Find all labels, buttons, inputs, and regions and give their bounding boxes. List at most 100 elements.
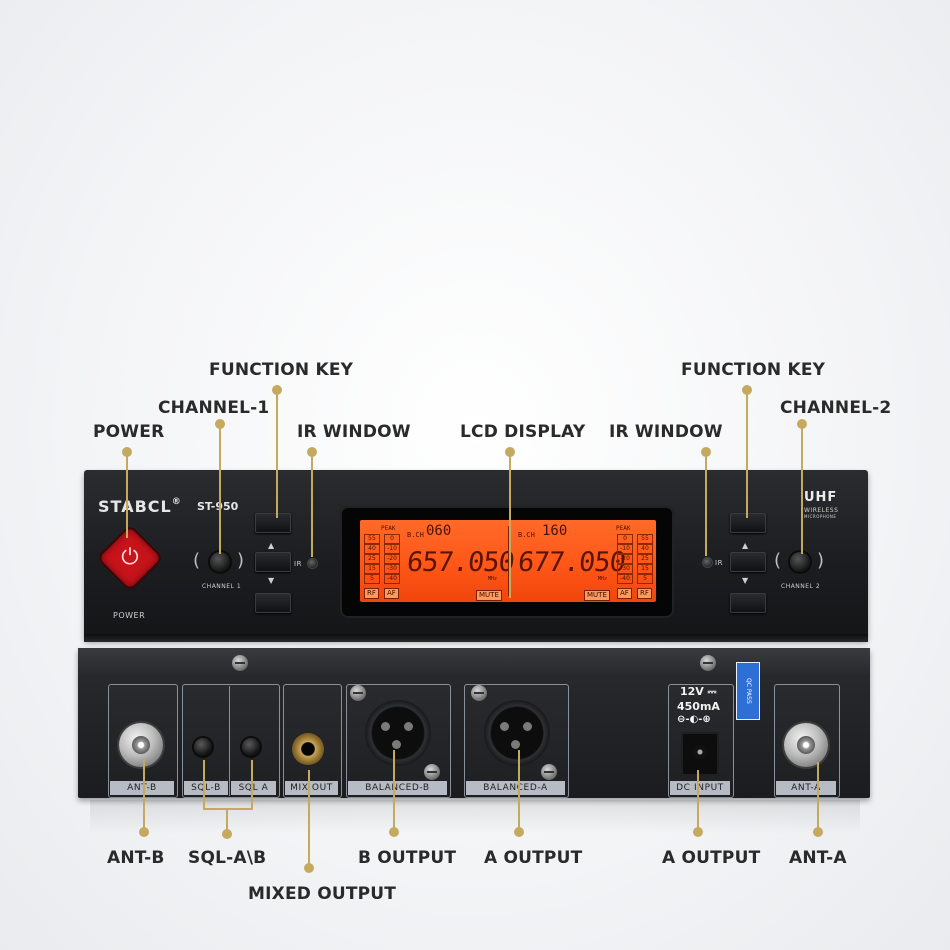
mute-tag-b: MUTE — [584, 590, 610, 601]
leader-line — [126, 452, 128, 538]
leader-line — [697, 770, 699, 832]
rf-scale-a-3: 15 — [364, 564, 380, 574]
sql-b-knob[interactable] — [194, 738, 212, 756]
leader-line — [311, 452, 313, 557]
arrow-up-icon: ▲ — [268, 541, 275, 550]
model-name: ST-950 — [197, 500, 239, 513]
callout-a-output-dc: A OUTPUT — [662, 848, 761, 868]
channel-1-bracket-left: ( — [193, 550, 201, 571]
ir-label-right: IR — [715, 559, 723, 567]
leader-line — [509, 452, 511, 598]
af-scale-b-4: -40 — [617, 574, 633, 584]
dc-voltage: 12V ⎓ — [680, 685, 717, 698]
arrow-down-icon: ▼ — [268, 576, 275, 585]
screw-icon — [424, 764, 440, 780]
sql-a-knob[interactable] — [242, 738, 260, 756]
function-key-right-up[interactable] — [730, 552, 766, 572]
mix-out-jack[interactable] — [292, 733, 324, 765]
leader-line — [308, 770, 310, 868]
leader-dot — [139, 827, 149, 837]
leader-line — [746, 390, 748, 518]
xlr-pin — [392, 740, 401, 749]
leader-dot — [122, 447, 132, 457]
function-key-right-down[interactable] — [730, 593, 766, 613]
function-key-left-up[interactable] — [255, 552, 291, 572]
balanced-b-panel — [346, 684, 451, 798]
sql-a-label: SQL A — [231, 781, 276, 795]
leader-line — [226, 808, 228, 834]
rf-scale-a-0: 55 — [364, 534, 380, 544]
screw-icon — [700, 655, 716, 671]
callout-channel-1: CHANNEL-1 — [158, 398, 270, 418]
leader-dot — [505, 447, 515, 457]
channel-2-panel-label: CHANNEL 2 — [781, 583, 821, 590]
uhf-subtitle-2: MICROPHONE — [804, 514, 837, 519]
leader-line — [203, 760, 205, 810]
ir-window-left — [308, 559, 317, 568]
callout-channel-2: CHANNEL-2 — [780, 398, 892, 418]
peak-label-a: PEAK — [381, 525, 396, 532]
brand-name: STABCL — [98, 497, 172, 516]
balanced-a-xlr[interactable] — [484, 700, 550, 766]
channel-2-knob[interactable] — [790, 552, 810, 572]
leader-dot — [693, 827, 703, 837]
af-scale-a-3: -30 — [384, 564, 400, 574]
balanced-a-label: BALANCED-A — [466, 781, 565, 795]
uhf-logo: UHF — [804, 490, 838, 505]
mix-out-panel — [283, 684, 342, 798]
callout-function-key-left: FUNCTION KEY — [209, 360, 354, 380]
af-scale-a-2: -20 — [384, 554, 400, 564]
dc-current: 450mA — [677, 700, 720, 713]
bch-value-b: 160 — [542, 523, 568, 539]
sql-b-label: SQL-B — [184, 781, 228, 795]
sql-panel — [182, 684, 280, 798]
rf-scale-b-3: 15 — [637, 564, 653, 574]
ant-a-label: ANT-A — [776, 781, 836, 795]
callout-mixed-output: MIXED OUTPUT — [248, 884, 397, 904]
rear-reflection — [90, 800, 860, 834]
leader-line — [143, 760, 145, 832]
function-key-left-top[interactable] — [255, 513, 291, 533]
dc-input-label: DC INPUT — [670, 781, 730, 795]
callout-a-output: A OUTPUT — [484, 848, 583, 868]
xlr-pin — [511, 740, 520, 749]
channel-1-panel-label: CHANNEL 1 — [202, 583, 242, 590]
function-key-right-top[interactable] — [730, 513, 766, 533]
function-key-left-down[interactable] — [255, 593, 291, 613]
callout-sql-ab: SQL-A\B — [188, 848, 267, 868]
xlr-pin — [404, 722, 413, 731]
channel-1-knob[interactable] — [210, 552, 230, 572]
ir-label-left: IR — [294, 560, 302, 568]
xlr-pin — [500, 722, 509, 731]
screw-icon — [350, 685, 366, 701]
leader-line — [705, 452, 707, 556]
leader-line — [276, 390, 278, 518]
leader-dot — [701, 447, 711, 457]
rf-scale-a-4: 5 — [364, 574, 380, 584]
leader-line — [219, 424, 221, 554]
bch-value-a: 060 — [426, 523, 452, 539]
leader-line — [393, 750, 395, 832]
screw-icon — [471, 685, 487, 701]
screw-icon — [541, 764, 557, 780]
mute-tag-a: MUTE — [476, 590, 502, 601]
unit-a: MHz — [488, 576, 498, 582]
peak-label-b: PEAK — [616, 525, 631, 532]
arrow-down-icon: ▼ — [742, 576, 749, 585]
af-scale-b-3: -30 — [617, 564, 633, 574]
callout-lcd-display: LCD DISPLAY — [460, 422, 586, 442]
rf-scale-a-1: 40 — [364, 544, 380, 554]
af-scale-a-1: -10 — [384, 544, 400, 554]
leader-line — [518, 750, 520, 832]
frequency-b: 677.050 — [516, 547, 627, 578]
arrow-up-icon: ▲ — [742, 541, 749, 550]
balanced-b-xlr[interactable] — [365, 700, 431, 766]
balanced-a-panel — [464, 684, 569, 798]
ant-b-connector-center — [132, 736, 150, 754]
leader-line — [251, 760, 253, 810]
af-scale-a-4: -40 — [384, 574, 400, 584]
callout-ant-b: ANT-B — [107, 848, 165, 868]
balanced-b-label: BALANCED-B — [348, 781, 447, 795]
leader-dot — [514, 827, 524, 837]
registered-mark: ® — [171, 497, 182, 507]
